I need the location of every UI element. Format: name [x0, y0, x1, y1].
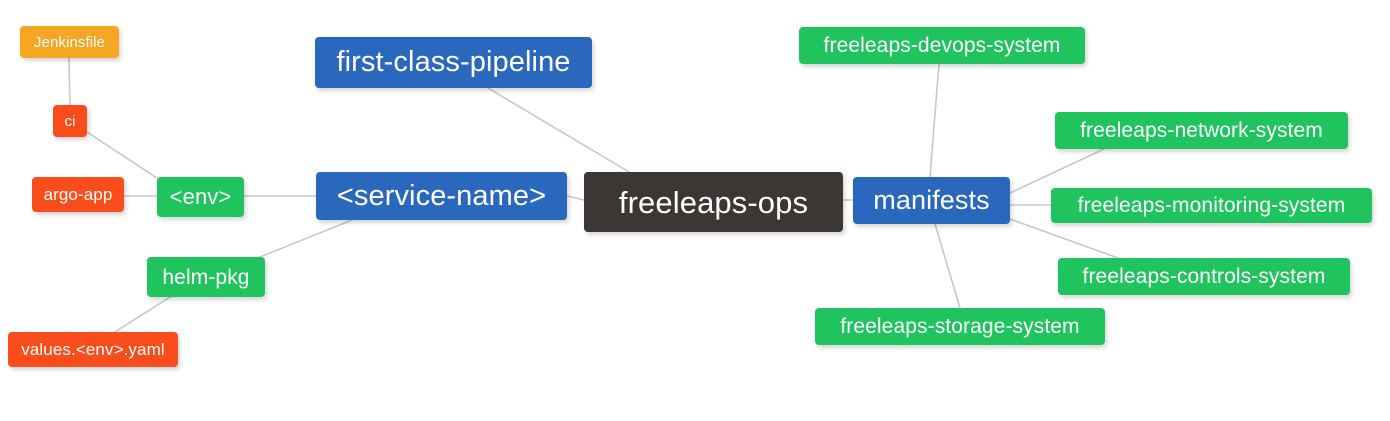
mindmap-node-freeleaps-storage-system[interactable]: freeleaps-storage-system: [815, 308, 1105, 345]
edge-first-class-pipeline-to-freeleaps-ops: [487, 87, 630, 173]
mindmap-node-first-class-pipeline[interactable]: first-class-pipeline: [315, 37, 592, 88]
mindmap-node-ci[interactable]: ci: [53, 105, 87, 137]
edge-service-name-to-freeleaps-ops: [566, 195, 585, 201]
edge-manifests-to-freeleaps-devops-system: [929, 63, 940, 178]
mindmap-node-freeleaps-ops[interactable]: freeleaps-ops: [584, 172, 843, 232]
mindmap-node-jenkinsfile[interactable]: Jenkinsfile: [20, 26, 119, 58]
node-label-service-name: <service-name>: [336, 179, 547, 212]
node-label-helm-pkg: helm-pkg: [162, 265, 250, 289]
node-label-freeleaps-devops-system: freeleaps-devops-system: [823, 34, 1061, 57]
node-label-freeleaps-controls-system: freeleaps-controls-system: [1082, 265, 1326, 288]
mindmap-node-service-name[interactable]: <service-name>: [316, 172, 567, 220]
node-label-manifests: manifests: [873, 185, 990, 215]
mindmap-node-freeleaps-devops-system[interactable]: freeleaps-devops-system: [799, 27, 1085, 64]
node-label-env: <env>: [169, 184, 232, 209]
node-label-freeleaps-ops: freeleaps-ops: [618, 184, 809, 220]
mindmap-node-env[interactable]: <env>: [157, 177, 244, 217]
node-label-argo-app: argo-app: [43, 185, 113, 204]
edge-values-yaml-to-helm-pkg: [114, 291, 179, 333]
mindmap-node-freeleaps-controls-system[interactable]: freeleaps-controls-system: [1058, 258, 1350, 295]
node-label-jenkinsfile: Jenkinsfile: [33, 33, 106, 51]
node-label-ci: ci: [64, 112, 76, 130]
edge-manifests-to-freeleaps-controls-system: [1009, 218, 1119, 259]
edge-jenkinsfile-to-ci: [68, 57, 71, 106]
edge-helm-pkg-to-service-name: [254, 219, 353, 260]
edge-manifests-to-freeleaps-network-system: [1009, 148, 1105, 194]
mindmap-node-argo-app[interactable]: argo-app: [32, 177, 124, 212]
edge-manifests-to-freeleaps-storage-system: [934, 223, 961, 309]
mindmap-node-freeleaps-network-system[interactable]: freeleaps-network-system: [1055, 112, 1348, 149]
node-label-freeleaps-storage-system: freeleaps-storage-system: [840, 315, 1080, 338]
node-label-first-class-pipeline: first-class-pipeline: [336, 46, 571, 78]
mindmap-node-manifests[interactable]: manifests: [853, 177, 1010, 224]
mindmap-node-helm-pkg[interactable]: helm-pkg: [147, 257, 265, 297]
mindmap-node-freeleaps-monitoring-system[interactable]: freeleaps-monitoring-system: [1051, 188, 1372, 223]
node-label-freeleaps-monitoring-system: freeleaps-monitoring-system: [1077, 194, 1346, 217]
mindmap-node-values-yaml[interactable]: values.<env>.yaml: [8, 332, 178, 367]
edge-ci-to-env: [86, 131, 161, 181]
node-label-values-yaml: values.<env>.yaml: [21, 340, 165, 359]
node-label-freeleaps-network-system: freeleaps-network-system: [1080, 119, 1323, 142]
